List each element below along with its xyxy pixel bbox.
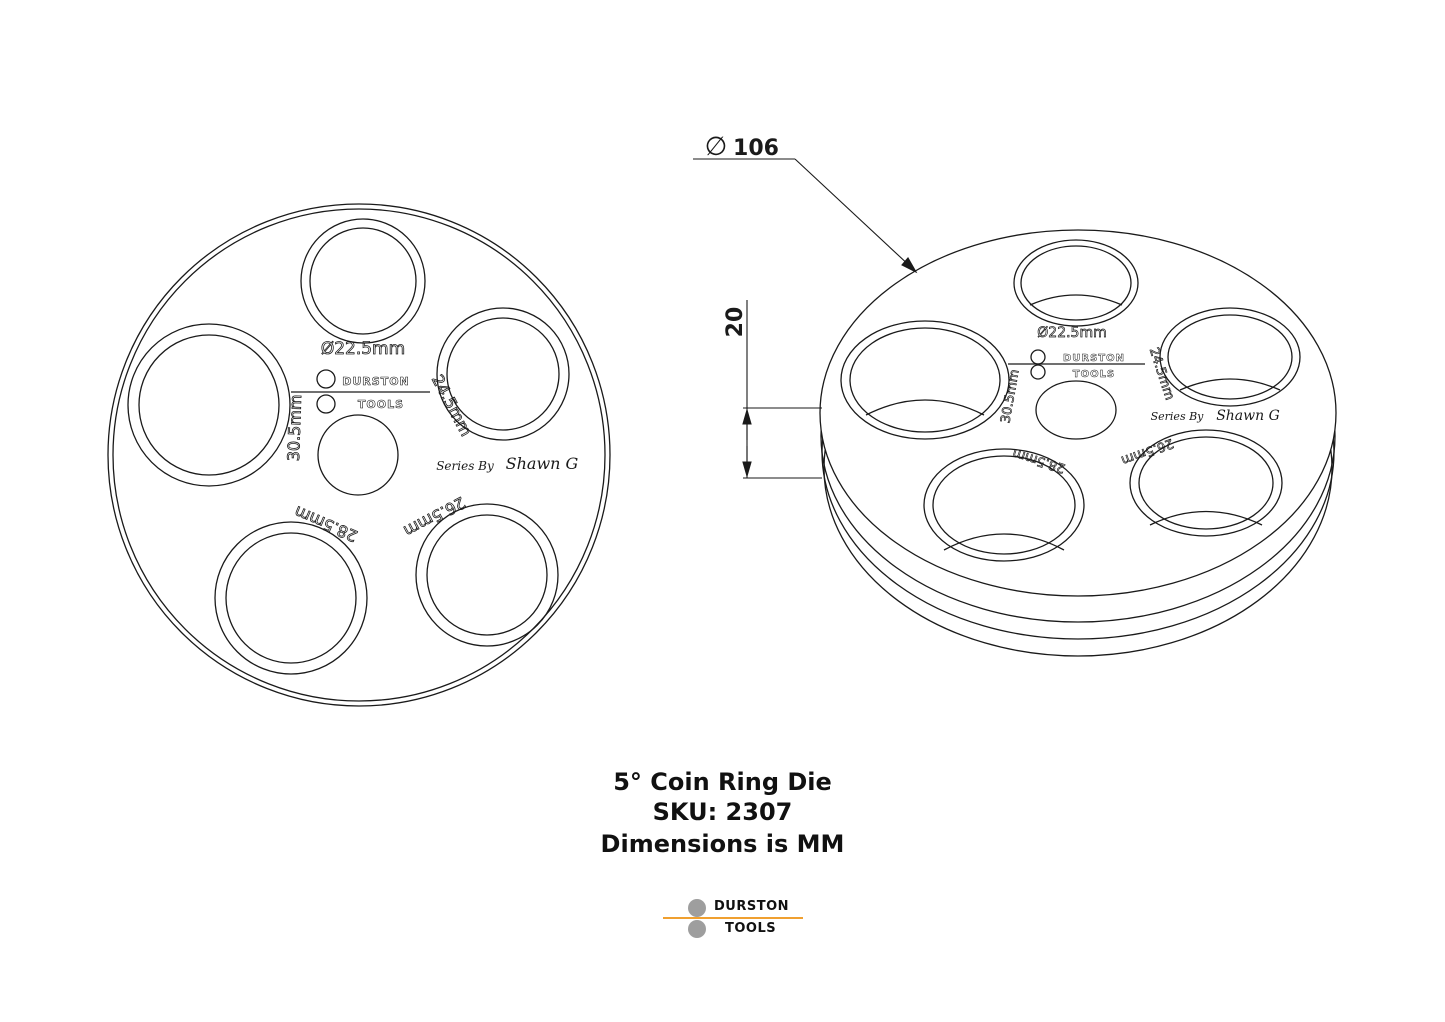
height-arrow-bottom [742, 461, 752, 479]
hole-28-5-inner [225, 532, 357, 664]
etched-brand-bottom: TOOLS [358, 398, 404, 411]
height-value: 20 [723, 307, 748, 338]
iso-hole-22-5-inner [1020, 245, 1132, 321]
label-hole-22-5: Ø22.5mm [321, 339, 405, 359]
etched-brand-top: DURSTON [342, 375, 410, 388]
iso-hole-26-5-depth [1149, 510, 1263, 526]
die-top-face [819, 229, 1337, 597]
hole-30-5-inner [138, 334, 280, 476]
iso-hole-26-5-outer [1129, 429, 1283, 537]
logo-text-bottom: TOOLS [725, 921, 777, 936]
caption-sku: SKU: 2307 [652, 798, 793, 826]
iso-label-hole-22-5: Ø22.5mm [1037, 325, 1106, 341]
height-arrow-top [742, 407, 752, 425]
isometric-view [819, 229, 1337, 657]
logo-circle-top [688, 899, 706, 917]
iso-etched-brand-bottom: TOOLS [1073, 369, 1115, 380]
iso-hole-24-5-depth [1179, 378, 1281, 391]
die-outline-inner [112, 208, 606, 702]
hole-22-5-inner [309, 227, 417, 335]
hole-24-5-inner [446, 317, 560, 431]
iso-hole-24-5-inner [1167, 314, 1293, 400]
hole-22-5-outer [300, 218, 426, 344]
hole-28-5-outer [214, 521, 368, 675]
iso-hole-28-5-inner [932, 455, 1076, 555]
iso-etched-brand-top: DURSTON [1063, 353, 1125, 364]
hole-30-5-outer [127, 323, 291, 487]
diameter-value: 106 [733, 136, 779, 161]
iso-etched-signature: Shawn G [1216, 408, 1280, 424]
logo-text-top: DURSTON [714, 899, 790, 914]
iso-hole-22-5-depth [1029, 294, 1123, 306]
iso-logo-circle-bottom [1030, 364, 1046, 380]
iso-center-hole [1035, 380, 1117, 440]
iso-etched-series-text: Series By [1151, 410, 1205, 423]
etched-logo-circle-bottom [316, 394, 336, 414]
hole-26-5-inner [426, 514, 548, 636]
iso-hole-24-5-outer [1159, 307, 1301, 407]
logo-circle-bottom [688, 920, 706, 938]
top-view [107, 203, 611, 707]
iso-hole-30-5-outer [840, 320, 1010, 440]
hole-24-5-outer [436, 307, 570, 441]
label-hole-26-5: 26.5mm [401, 493, 469, 541]
iso-hole-30-5-depth [865, 399, 985, 416]
height-dimension [742, 300, 822, 479]
iso-hole-28-5-outer [923, 448, 1085, 562]
diameter-arrowhead [901, 257, 918, 274]
hole-26-5-outer [415, 503, 559, 647]
etched-series-text: Series By [436, 459, 494, 473]
label-hole-24-5: 24.5mm [428, 371, 476, 439]
label-hole-28-5: 28.5mm [291, 502, 360, 546]
diameter-symbol: ∅ [705, 132, 728, 162]
brand-logo [663, 899, 803, 938]
die-outline [107, 203, 611, 707]
iso-hole-22-5-outer [1013, 239, 1139, 327]
diameter-leader-diagonal [794, 158, 913, 269]
caption-units: Dimensions is MM [600, 830, 845, 858]
etched-logo-circle-top [316, 369, 336, 389]
caption-title: 5° Coin Ring Die [613, 768, 832, 796]
iso-hole-28-5-depth [943, 533, 1065, 551]
iso-hole-30-5-inner [849, 327, 1001, 433]
etched-signature: Shawn G [506, 454, 579, 473]
center-hole [317, 414, 399, 496]
label-hole-30-5: 30.5mm [284, 394, 305, 461]
diameter-dimension [693, 158, 918, 274]
iso-hole-26-5-inner [1138, 436, 1274, 530]
